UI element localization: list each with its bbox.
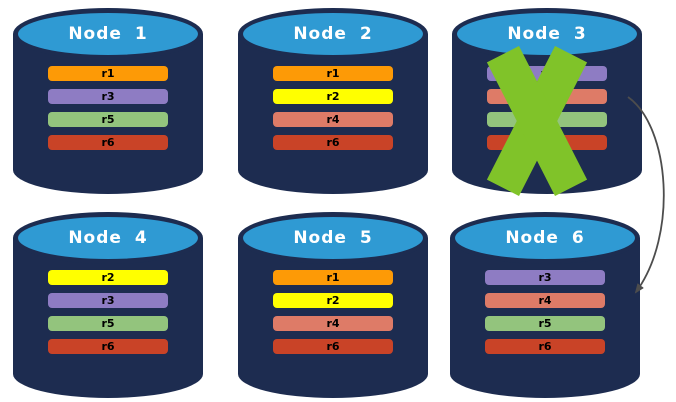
replica-bar-label: r4 <box>326 317 340 330</box>
replica-bar-r2: r2 <box>273 89 393 104</box>
replica-bar-r1: r1 <box>48 66 168 81</box>
node-6-replica-list: r3 r4 r5 r6 <box>485 270 605 354</box>
replica-bar-hidden <box>487 89 607 104</box>
node-5: Node 5 r1 r2 r4 r6 <box>238 212 428 398</box>
node-1-replica-list: r1 r3 r5 r6 <box>48 66 168 150</box>
replica-bar-r6: r6 <box>273 135 393 150</box>
node-5-replica-list: r1 r2 r4 r6 <box>273 270 393 354</box>
replica-bar-label: r3 <box>101 294 115 307</box>
replica-bar-hidden <box>487 135 607 150</box>
node-2: Node 2 r1 r2 r4 r6 <box>238 8 428 194</box>
node-3: Node 3 r3 <box>452 8 642 196</box>
replica-bar-r3: r3 <box>48 293 168 308</box>
replica-bar-label: r6 <box>101 136 115 149</box>
replica-bar-label: r3 <box>540 67 554 80</box>
node-2-replica-list: r1 r2 r4 r6 <box>273 66 393 150</box>
replica-bar-r3: r3 <box>485 270 605 285</box>
node-6-label: Node 6 <box>505 228 585 248</box>
replica-bar-r6: r6 <box>485 339 605 354</box>
node-1-cylinder-top: Node 1 <box>13 8 203 60</box>
replica-bar-r5: r5 <box>485 316 605 331</box>
replica-bar-r3: r3 <box>487 66 607 81</box>
replica-bar-label: r4 <box>538 294 552 307</box>
replica-bar-label: r5 <box>101 113 115 126</box>
replica-bar-r4: r4 <box>485 293 605 308</box>
replica-bar-r4: r4 <box>273 112 393 127</box>
replica-bar-r1: r1 <box>273 66 393 81</box>
replica-bar-label: r1 <box>326 271 340 284</box>
replica-bar-label: r1 <box>101 67 115 80</box>
node-1: Node 1 r1 r3 r5 r6 <box>13 8 203 194</box>
node-3-cylinder-top: Node 3 <box>452 8 642 60</box>
node-6: Node 6 r3 r4 r5 r6 <box>450 212 640 398</box>
node-4-cylinder-top: Node 4 <box>13 212 203 264</box>
node-1-label: Node 1 <box>68 24 148 44</box>
replica-bar-r6: r6 <box>48 339 168 354</box>
node-2-cylinder-top: Node 2 <box>238 8 428 60</box>
replica-bar-r1: r1 <box>273 270 393 285</box>
replica-bar-label: r1 <box>326 67 340 80</box>
node-3-label: Node 3 <box>507 24 587 44</box>
replica-bar-hidden <box>487 112 607 127</box>
replica-bar-label: r2 <box>101 271 115 284</box>
replica-bar-label: r6 <box>101 340 115 353</box>
replica-bar-r3: r3 <box>48 89 168 104</box>
node-4: Node 4 r2 r3 r5 r6 <box>13 212 203 398</box>
node-5-label: Node 5 <box>293 228 373 248</box>
replica-bar-label: r4 <box>326 113 340 126</box>
replica-bar-r4: r4 <box>273 316 393 331</box>
node-4-replica-list: r2 r3 r5 r6 <box>48 270 168 354</box>
replica-bar-label: r3 <box>538 271 552 284</box>
replica-bar-label: r2 <box>326 90 340 103</box>
replica-bar-r2: r2 <box>48 270 168 285</box>
replica-bar-label: r6 <box>326 340 340 353</box>
replica-bar-r6: r6 <box>273 339 393 354</box>
replica-bar-label: r3 <box>101 90 115 103</box>
replica-bar-r5: r5 <box>48 112 168 127</box>
node-5-cylinder-top: Node 5 <box>238 212 428 264</box>
node-2-label: Node 2 <box>293 24 373 44</box>
replica-bar-r5: r5 <box>48 316 168 331</box>
replica-bar-label: r6 <box>538 340 552 353</box>
replica-bar-label: r6 <box>326 136 340 149</box>
replica-bar-label: r5 <box>101 317 115 330</box>
replica-bar-label: r2 <box>326 294 340 307</box>
node-3-replica-list: r3 <box>487 66 607 150</box>
replica-bar-r2: r2 <box>273 293 393 308</box>
replica-bar-r6: r6 <box>48 135 168 150</box>
node-6-cylinder-top: Node 6 <box>450 212 640 264</box>
node-4-label: Node 4 <box>68 228 148 248</box>
replica-bar-label: r5 <box>538 317 552 330</box>
